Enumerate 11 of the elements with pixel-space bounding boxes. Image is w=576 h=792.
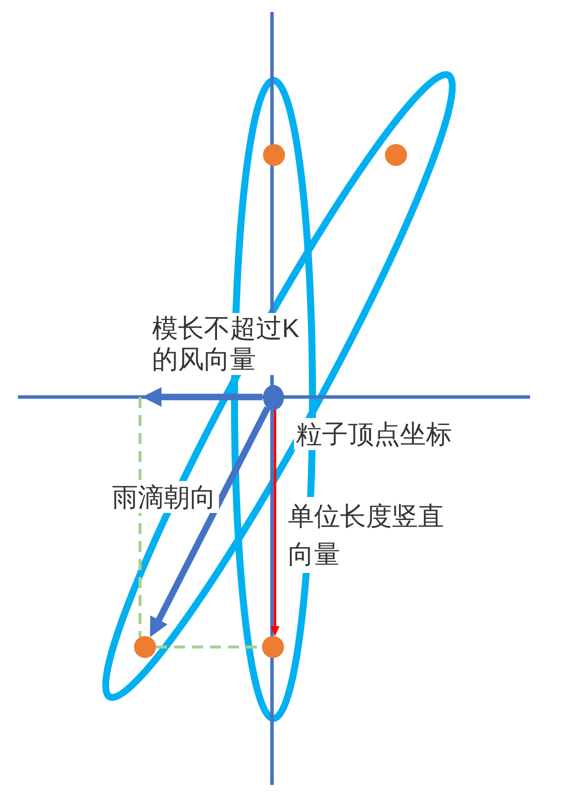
point-dot [262, 636, 284, 658]
arrow [142, 387, 262, 407]
edge-label: 雨滴朝向 [110, 481, 219, 513]
arrow [150, 406, 270, 638]
arrow [270, 409, 280, 636]
dashed-line [138, 397, 142, 638]
point-dot [134, 636, 156, 658]
point-dot [385, 144, 407, 166]
edge-label: 模长不超过K的风向量 [150, 313, 302, 375]
point-dot [263, 144, 285, 166]
origin-dot [262, 384, 284, 410]
